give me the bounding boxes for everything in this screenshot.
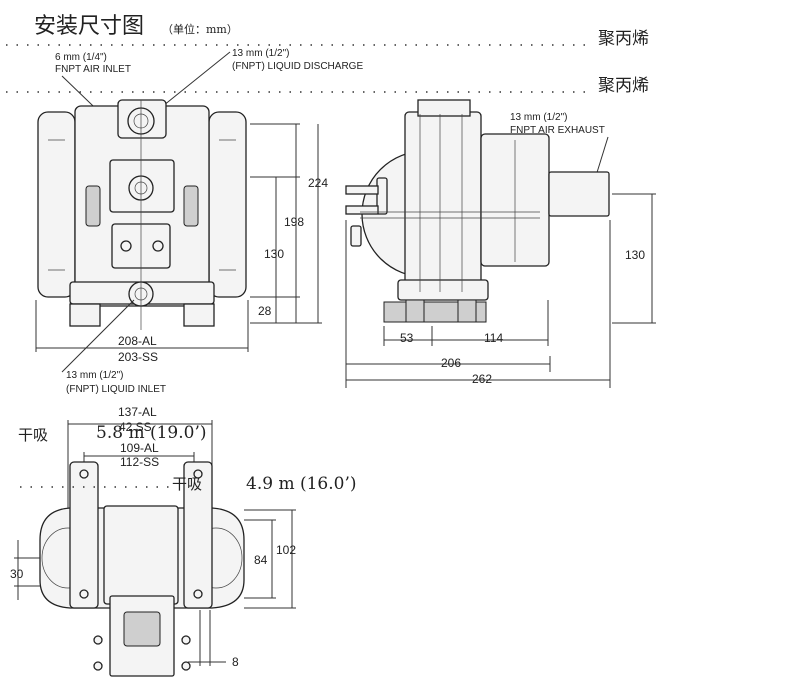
width-208-al: 208-AL — [118, 334, 157, 348]
dim-130-front: 130 — [264, 247, 284, 261]
width-203-ss: 203-SS — [118, 350, 158, 364]
dim-53: 53 — [400, 331, 414, 345]
dim-130-side: 130 — [625, 248, 645, 262]
exhaust-label: FNPT AIR EXHAUST — [510, 125, 605, 136]
suction-value-2: 4.9 m (16.0’) — [246, 474, 356, 494]
dim-224: 224 — [308, 176, 328, 190]
discharge-label: (FNPT) LIQUID DISCHARGE — [232, 61, 363, 72]
bottom-view: 137-AL 42 SS 109-AL 112-SS — [10, 405, 296, 677]
dim-30: 30 — [10, 567, 24, 581]
dim-198: 198 — [284, 215, 304, 229]
material-label-1: 聚丙烯 — [598, 29, 649, 49]
page-title: 安装尺寸图 — [34, 14, 144, 39]
dim-206: 206 — [441, 356, 461, 370]
discharge-size: 13 mm (1/2") — [232, 48, 289, 59]
dim-262: 262 — [472, 372, 492, 386]
dim-84: 84 — [254, 553, 268, 567]
front-view: 6 mm (1/4") FNPT AIR INLET 13 mm (1/2") … — [35, 48, 363, 395]
width-137-al: 137-AL — [118, 405, 157, 419]
suction-label-2: 干吸 — [172, 475, 202, 493]
dim-28: 28 — [258, 304, 272, 318]
exhaust-size: 13 mm (1/2") — [510, 112, 567, 123]
air-inlet-size: 6 mm (1/4") — [55, 52, 107, 63]
dim-114: 114 — [484, 331, 503, 345]
dim-102: 102 — [276, 543, 296, 557]
liquid-inlet-label: (FNPT) LIQUID INLET — [66, 384, 166, 395]
side-view: 13 mm (1/2") FNPT AIR EXHAUST 130 — [345, 99, 656, 388]
material-label-2: 聚丙烯 — [598, 76, 649, 96]
suction-label-1: 干吸 — [18, 426, 48, 444]
width-112-ss: 112-SS — [120, 455, 159, 469]
unit-label: （单位：mm） — [162, 22, 238, 36]
dim-8: 8 — [232, 655, 239, 669]
air-inlet-label: FNPT AIR INLET — [55, 64, 131, 75]
width-109-al: 109-AL — [120, 441, 159, 455]
suction-value-1: 5.8 m (19.0’) — [96, 423, 206, 443]
liquid-inlet-size: 13 mm (1/2") — [66, 370, 123, 381]
